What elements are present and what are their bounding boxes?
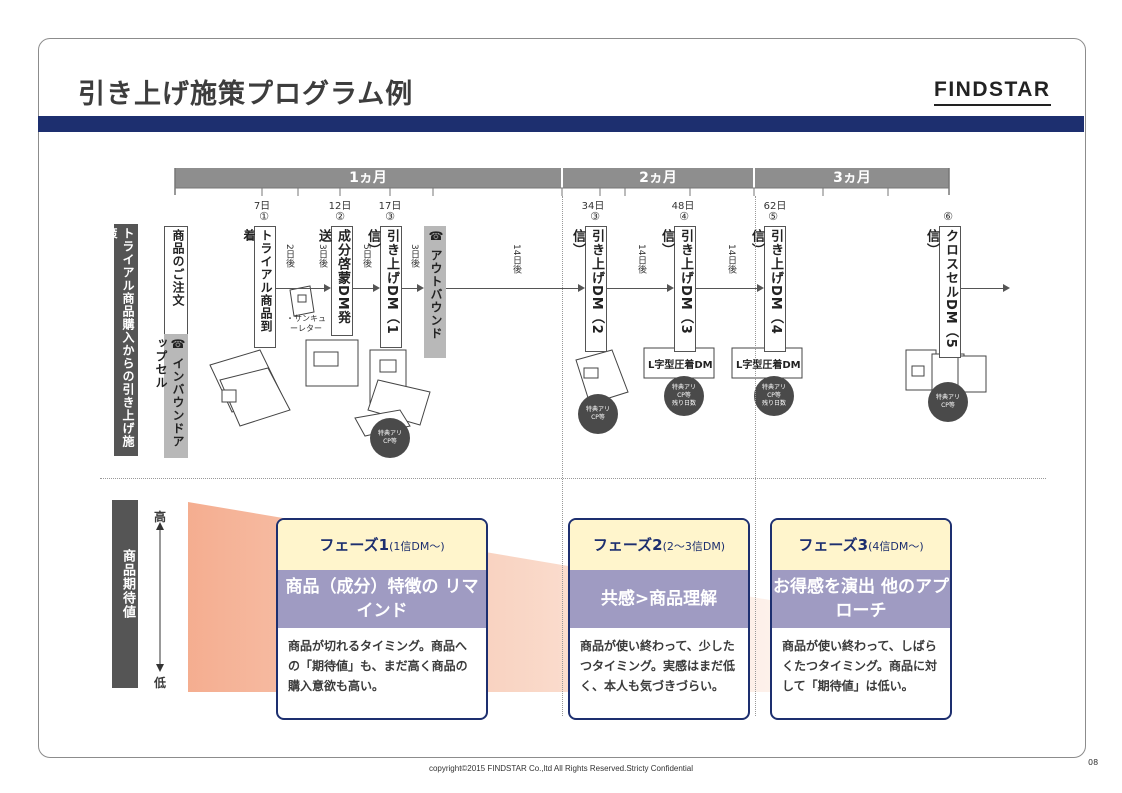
phase-1-title: フェーズ1(1信DM〜) bbox=[278, 520, 486, 570]
copyright: copyright©2015 FINDSTAR Co.,ltd All Righ… bbox=[428, 764, 694, 773]
month-1-bar: 1ヵ月 bbox=[175, 168, 561, 188]
month-3-bar: 3ヵ月 bbox=[755, 168, 949, 188]
month-2-bar: 2ヵ月 bbox=[563, 168, 753, 188]
day-label: 12日 bbox=[328, 201, 352, 212]
flow-arrow bbox=[696, 288, 757, 289]
expectation-arrow bbox=[156, 522, 164, 672]
dm1-box: 成分啓蒙DM発送 bbox=[316, 226, 353, 336]
day-label: 48日 bbox=[671, 201, 695, 212]
flow-arrow bbox=[353, 288, 373, 289]
arrow-head bbox=[757, 284, 764, 292]
outbound-box: ☎ アウトバウンド bbox=[424, 226, 446, 358]
arrow-head bbox=[324, 284, 331, 292]
flow-arrow bbox=[276, 288, 324, 289]
page-number: 08 bbox=[1088, 758, 1099, 767]
month-divider bbox=[755, 196, 756, 716]
up3-box: 引き上げDM（3信） bbox=[659, 226, 696, 352]
low-label: 低 bbox=[154, 676, 167, 690]
day-label: 34日 bbox=[581, 201, 605, 212]
day-label: 62日 bbox=[763, 201, 787, 212]
gap-label: 5日後 bbox=[361, 244, 371, 268]
order-box: 商品のご注文 bbox=[164, 226, 188, 340]
header-band bbox=[38, 116, 1084, 132]
day-label: 17日 bbox=[378, 201, 402, 212]
high-label: 高 bbox=[154, 510, 167, 524]
phase-3-body: 商品が使い終わって、しばらくたつタイミング。商品に対して「期待値」は低い。 bbox=[782, 639, 938, 693]
phase-3-theme: お得感を演出 他のアプローチ bbox=[772, 570, 950, 628]
phase-2-theme: 共感>商品理解 bbox=[570, 570, 748, 628]
section-divider bbox=[100, 478, 1046, 479]
thanks-letter-note: ・サンキューレター bbox=[286, 314, 326, 333]
gap-label: 2日後 bbox=[284, 244, 294, 268]
step-number: ③ bbox=[590, 210, 600, 223]
flow-arrow bbox=[402, 288, 418, 289]
cross-box: クロスセルDM（5信） bbox=[924, 226, 961, 358]
arrow-head bbox=[578, 284, 585, 292]
press-dm-label: L字型圧着DM bbox=[648, 360, 713, 371]
flow-arrow bbox=[607, 288, 667, 289]
step-number: ⑥ bbox=[943, 210, 953, 223]
findstar-logo: FINDSTAR bbox=[934, 78, 1051, 106]
step-number: ② bbox=[335, 210, 345, 223]
gap-label: 14日後 bbox=[636, 244, 646, 274]
gap-label: 3日後 bbox=[317, 244, 327, 268]
flow-arrow bbox=[446, 288, 578, 289]
arrow-head bbox=[1003, 284, 1010, 292]
phase-3-card: フェーズ3(4信DM〜) お得感を演出 他のアプローチ 商品が使い終わって、しば… bbox=[770, 518, 952, 720]
phase-2-body: 商品が使い終わって、少したつタイミング。実感はまだ低く、本人も気づきづらい。 bbox=[580, 639, 736, 693]
phase-3-title: フェーズ3(4信DM〜) bbox=[772, 520, 950, 570]
step-number: ⑤ bbox=[768, 210, 778, 223]
gap-label: 14日後 bbox=[726, 244, 736, 274]
phase-2-title: フェーズ2(2〜3信DM) bbox=[570, 520, 748, 570]
expectation-label: 商品期待値 bbox=[112, 500, 138, 688]
page-title: 引き上げ施策プログラム例 bbox=[78, 79, 414, 110]
trial-box: トライアル商品到着 bbox=[242, 226, 276, 348]
flow-arrow bbox=[961, 288, 1003, 289]
inbound-box: ☎ インバウンドアップセル bbox=[154, 334, 188, 458]
step-number: ④ bbox=[679, 210, 689, 223]
up4-box: 引き上げDM（4信） bbox=[749, 226, 786, 352]
month-divider bbox=[562, 196, 563, 716]
arrow-head bbox=[417, 284, 424, 292]
step-number: ① bbox=[259, 210, 269, 223]
step-number: ③ bbox=[385, 210, 395, 223]
press-dm-label: L字型圧着DM bbox=[736, 360, 801, 371]
day-label: 7日 bbox=[253, 201, 271, 212]
gap-label: 14日後 bbox=[511, 244, 521, 274]
arrow-head bbox=[373, 284, 380, 292]
gap-label: 3日後 bbox=[409, 244, 419, 268]
up2-box: 引き上げDM（2信） bbox=[570, 226, 607, 352]
side-label: トライアル商品購入からの引き上げ施策 bbox=[104, 224, 138, 456]
phase-1-body: 商品が切れるタイミング。商品への「期待値」も、まだ高く商品の購入意欲も高い。 bbox=[288, 639, 468, 693]
arrow-head bbox=[667, 284, 674, 292]
phase-2-card: フェーズ2(2〜3信DM) 共感>商品理解 商品が使い終わって、少したつタイミン… bbox=[568, 518, 750, 720]
phase-1-theme: 商品（成分）特徴の リマインド bbox=[278, 570, 486, 628]
phase-1-card: フェーズ1(1信DM〜) 商品（成分）特徴の リマインド 商品が切れるタイミング… bbox=[276, 518, 488, 720]
up1-box: 引き上げDM（1信） bbox=[365, 226, 402, 348]
